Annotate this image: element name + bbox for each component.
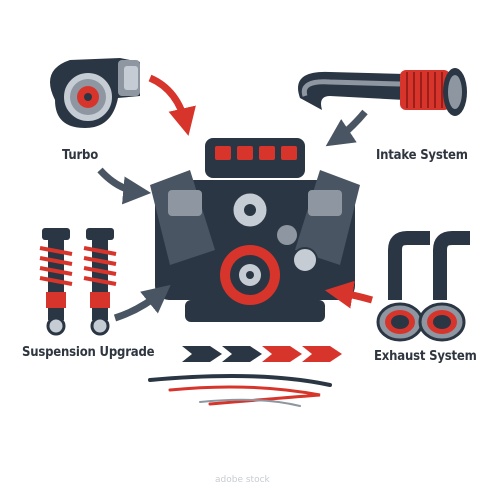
shock-absorber-icon — [39, 228, 117, 336]
turbo-to-engine-arrow — [148, 74, 196, 136]
suspension-to-engine-arrow — [113, 284, 171, 322]
exhaust-system-label: Exhaust System — [374, 349, 477, 364]
intake-pipe-icon — [298, 68, 467, 116]
exhaust-tips-icon — [376, 231, 470, 342]
suspension-upgrade-label: Suspension Upgrade — [22, 345, 155, 360]
exhaust-to-engine-arrow — [324, 280, 373, 309]
intake-to-engine-arrow — [325, 109, 368, 147]
progress-chevrons — [182, 346, 342, 362]
engine-icon — [150, 138, 360, 322]
turbo-label-to-engine-arrow — [97, 167, 152, 205]
turbo-label: Turbo — [62, 148, 99, 163]
intake-system-label: Intake System — [376, 148, 468, 163]
turbo-icon — [50, 58, 140, 128]
side-id-strip: 1967181639 — [2, 340, 12, 460]
watermark: adobe stock — [215, 475, 270, 485]
speed-swoosh — [148, 374, 332, 407]
